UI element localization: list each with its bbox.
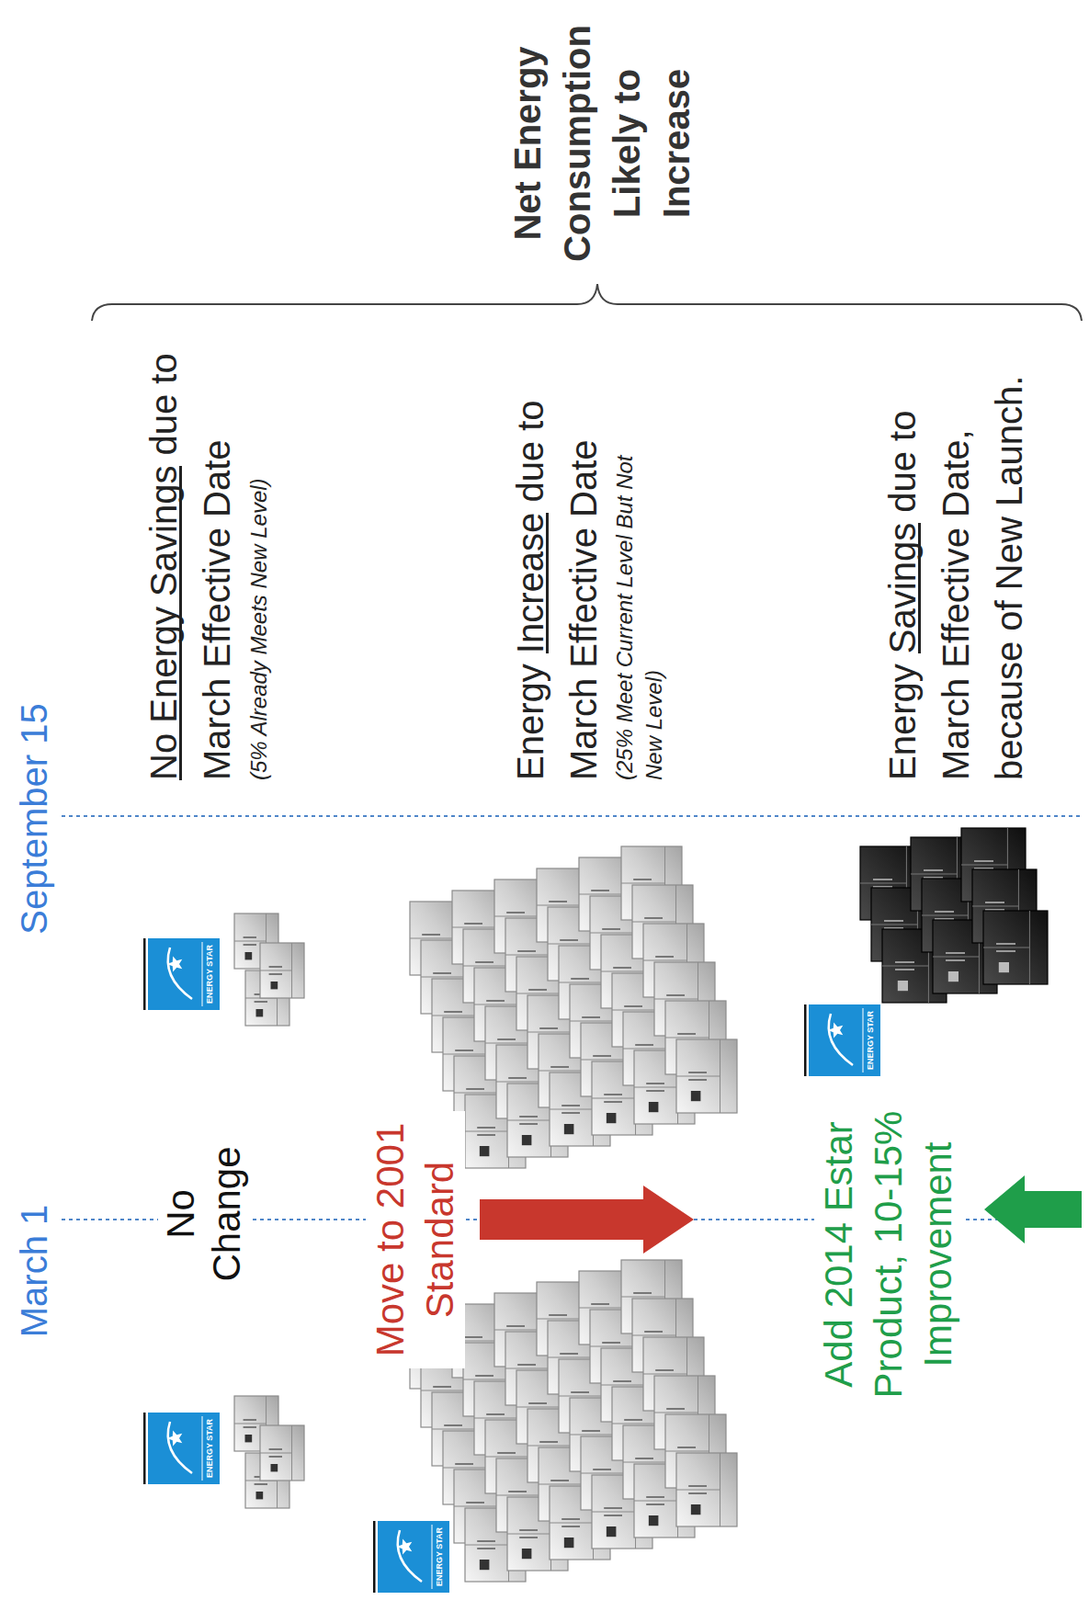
fridge-icon [983, 910, 1048, 985]
change-label: No Change [158, 1135, 250, 1293]
date-line [61, 815, 1082, 817]
outcome-text: Energy Savings due to March Effective Da… [875, 320, 1036, 781]
outcome-note: (5% Already Meets New Level) [244, 320, 274, 781]
change-label: Add 2014 Estar Product, 10-15% Improveme… [814, 1102, 964, 1407]
date-heading: March 1 [12, 1179, 56, 1363]
down-arrow [479, 1185, 694, 1254]
energy-star-logo [143, 1412, 220, 1485]
outcome-note: (25% Meet Current Level But Not New Leve… [610, 431, 670, 781]
energy-star-logo [804, 1004, 881, 1077]
logo-text: ENERGY STAR [865, 1004, 876, 1077]
logo-text: ENERGY STAR [204, 938, 216, 1010]
fridge-icon [260, 942, 305, 999]
logo-text: ENERGY STAR [204, 1412, 216, 1485]
text-underline [918, 522, 921, 654]
change-label: Move to 2001 Standard [365, 1111, 466, 1369]
energy-star-logo [143, 938, 220, 1010]
fridge-icon [260, 1425, 305, 1481]
outcome-text: No Energy Savings due to March Effective… [136, 320, 244, 781]
text-underline [545, 512, 549, 654]
logo-text: ENERGY STAR [434, 1520, 445, 1593]
conclusion-text: Net Energy Consumption Likely to Increas… [502, 23, 702, 263]
fridge-icon [676, 1039, 738, 1113]
date-heading: September 15 [12, 671, 56, 966]
energy-star-logo [373, 1520, 450, 1593]
fridge-icon [676, 1452, 738, 1527]
outcome-text: Energy Increase due to March Effective D… [503, 320, 611, 781]
up-arrow [984, 1175, 1082, 1244]
curly-brace [91, 283, 1082, 321]
text-underline [179, 465, 182, 781]
